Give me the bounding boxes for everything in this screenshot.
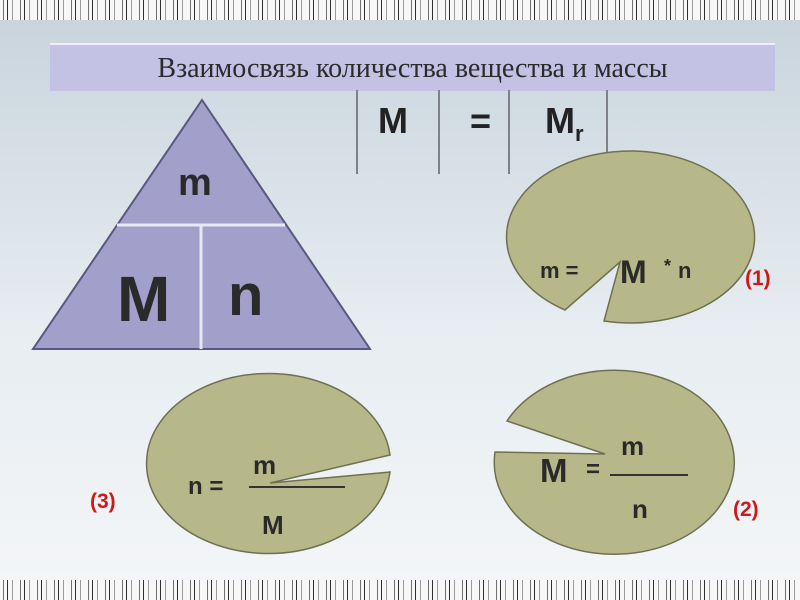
pie-3-shape (145, 372, 391, 555)
pie2-fraction-line (610, 474, 688, 476)
top-formula-right-main: M (545, 100, 575, 141)
top-formula-right: Mr (545, 100, 584, 182)
top-formula-eq: = (470, 100, 492, 141)
pie-1-shape (505, 150, 756, 324)
pie2-label: (2) (733, 498, 759, 521)
pie3-den: M (262, 510, 284, 540)
pie2-lhs: M (540, 452, 568, 489)
pie3-num: m (253, 450, 277, 480)
formula-divider-1 (356, 90, 358, 174)
pie1-label: (1) (745, 267, 771, 290)
pie2-num: m (621, 431, 645, 461)
pie1-mid: M (620, 254, 647, 290)
title-box: Взаимосвязь количества вещества и массы (50, 43, 775, 91)
bottom-decor-stripe (0, 580, 800, 600)
formula-divider-2 (438, 90, 440, 174)
triangle-label-n: n (228, 263, 264, 328)
slide-title: Взаимосвязь количества вещества и массы (157, 53, 668, 84)
top-decor-stripe (0, 0, 800, 20)
top-formula-left: M (378, 100, 408, 141)
triangle-label-m: m (178, 162, 212, 204)
pie3-fraction-line (249, 486, 345, 488)
top-formula-right-sub: r (575, 121, 584, 147)
formula-divider-3 (508, 90, 510, 174)
pie-2-shape (493, 369, 735, 556)
pie1-op: * (664, 256, 672, 276)
pie3-label: (3) (90, 490, 116, 513)
formula-divider-4 (606, 90, 608, 174)
pie1-rhs: n (678, 258, 692, 283)
pie2-eq: = (586, 456, 601, 483)
pie2-den: n (632, 494, 648, 524)
pie3-lhs: n = (188, 473, 224, 500)
triangle-label-M: M (117, 263, 171, 335)
pie1-lhs: m = (540, 258, 579, 283)
